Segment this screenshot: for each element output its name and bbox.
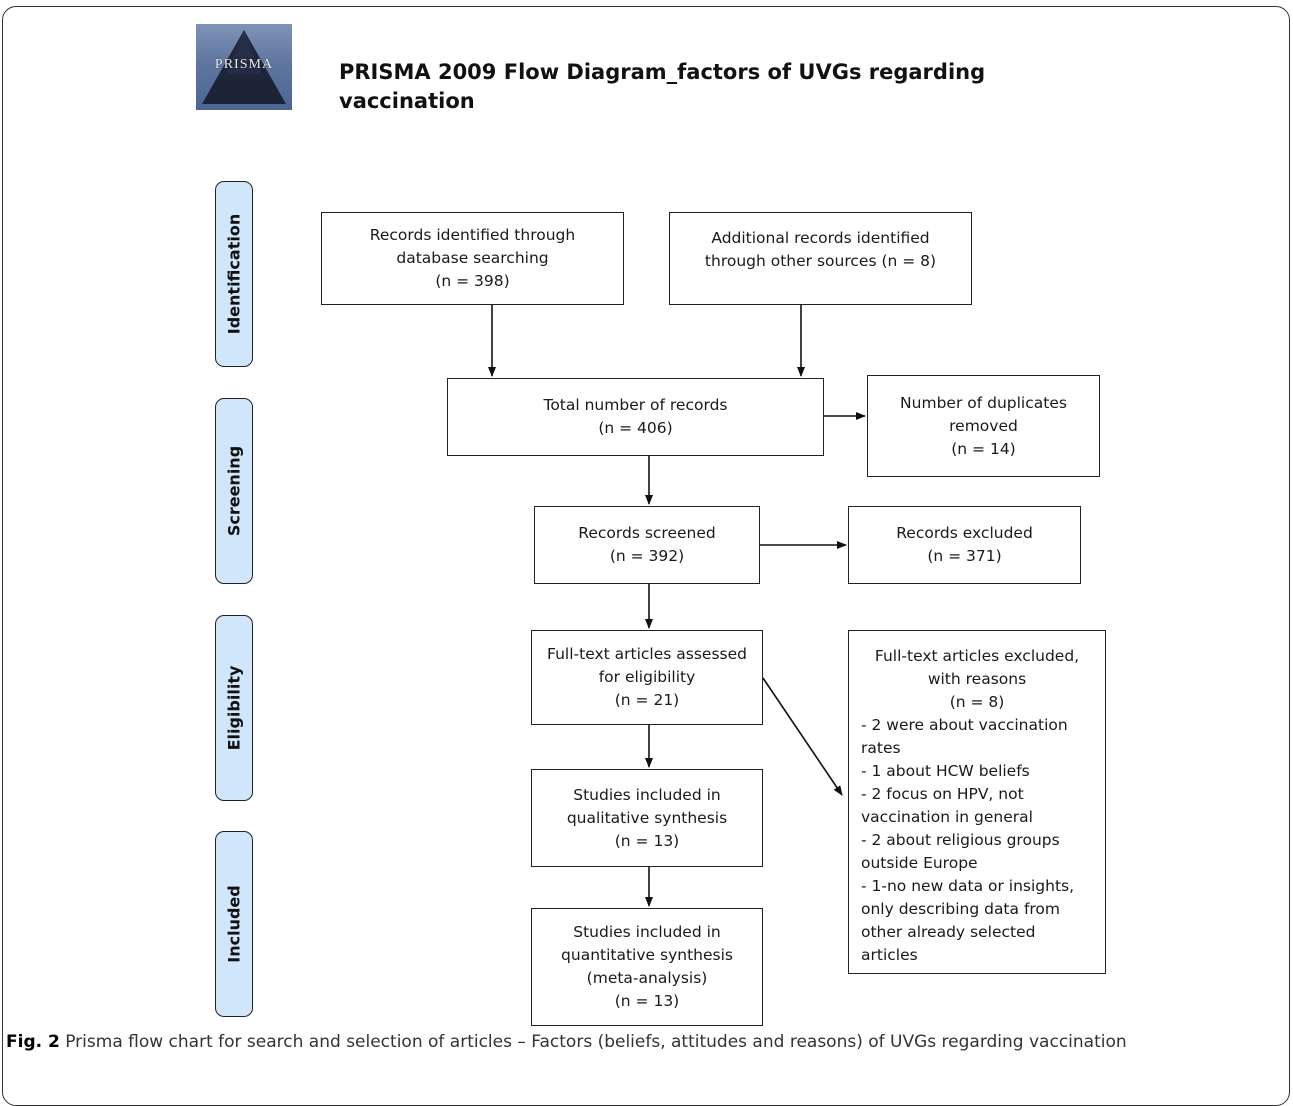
box-line: Studies included in xyxy=(573,785,721,804)
reason-line: only describing data from xyxy=(861,900,1061,918)
box-quantitative-synthesis: Studies included in quantitative synthes… xyxy=(531,908,763,1026)
box-line: (n = 14) xyxy=(951,439,1016,458)
box-fulltext-excluded: Full-text articles excluded, with reason… xyxy=(848,630,1106,974)
box-records-excluded: Records excluded (n = 371) xyxy=(848,506,1081,584)
box-line: (n = 398) xyxy=(435,272,510,290)
box-line: with reasons xyxy=(927,670,1027,688)
box-line: database searching xyxy=(396,249,549,267)
reason-line: outside Europe xyxy=(861,854,978,872)
reason-line: - 2 focus on HPV, not xyxy=(861,785,1024,803)
title-line-1: PRISMA 2009 Flow Diagram_factors of UVGs… xyxy=(339,60,986,84)
stage-identification: Identification xyxy=(215,181,253,367)
caption-text: Prisma flow chart for search and selecti… xyxy=(59,1032,1127,1052)
reason-line: rates xyxy=(861,739,901,757)
box-line: Number of duplicates xyxy=(900,393,1067,412)
box-database-searching: Records identified through database sear… xyxy=(321,212,624,305)
box-line: (n = 13) xyxy=(614,831,680,850)
box-total-records: Total number of records (n = 406) xyxy=(447,378,824,456)
box-line: (meta-analysis) xyxy=(586,969,708,987)
title-line-2: vaccination xyxy=(339,89,475,113)
logo-text: PRISMA xyxy=(214,57,274,72)
box-line: removed xyxy=(949,416,1018,435)
flow-arrows xyxy=(488,305,866,907)
box-line: (n = 371) xyxy=(927,547,1002,565)
stage-included: Included xyxy=(215,831,253,1017)
box-line: Full-text articles excluded, xyxy=(874,647,1080,665)
box-line: Additional records identified xyxy=(711,229,930,247)
reason-line: vaccination in general xyxy=(861,808,1033,826)
box-duplicates-removed: Number of duplicates removed (n = 14) xyxy=(867,375,1100,477)
prisma-logo: PRISMA xyxy=(196,24,292,110)
arrow-fulltext-to-ftexcluded xyxy=(762,677,843,796)
caption-label: Fig. 2 xyxy=(6,1032,60,1052)
reason-line: - 2 about religious groups xyxy=(861,831,1060,849)
box-line: (n = 21) xyxy=(614,691,680,709)
reason-line: other already selected xyxy=(861,923,1036,941)
box-line: Full-text articles assessed xyxy=(547,645,747,663)
reason-line: articles xyxy=(861,946,918,964)
box-line: Records screened xyxy=(578,524,716,542)
box-line: (n = 392) xyxy=(609,547,685,565)
stage-screening: Screening xyxy=(215,398,253,584)
box-line: (n = 13) xyxy=(614,992,680,1010)
box-line: (n = 8) xyxy=(949,693,1005,711)
page-title: PRISMA 2009 Flow Diagram_factors of UVGs… xyxy=(339,58,1039,116)
box-line: Records identified through xyxy=(369,226,576,244)
box-line: for eligibility xyxy=(598,668,696,686)
reason-line: - 2 were about vaccination xyxy=(861,716,1068,734)
box-other-sources: Additional records identified through ot… xyxy=(669,212,972,305)
box-line: Studies included in xyxy=(573,923,721,941)
box-records-screened: Records screened (n = 392) xyxy=(534,506,760,584)
box-line: qualitative synthesis xyxy=(566,808,728,827)
box-fulltext-assessed: Full-text articles assessed for eligibil… xyxy=(531,630,763,725)
box-line: Records excluded xyxy=(896,524,1033,542)
stage-eligibility: Eligibility xyxy=(215,615,253,801)
box-line: through other sources (n = 8) xyxy=(704,252,937,270)
box-qualitative-synthesis: Studies included in qualitative synthesi… xyxy=(531,769,763,867)
box-line: (n = 406) xyxy=(598,419,673,437)
box-line: quantitative synthesis xyxy=(561,946,733,964)
figure-caption: Fig. 2 Prisma flow chart for search and … xyxy=(6,1032,1286,1052)
reason-line: - 1 about HCW beliefs xyxy=(861,762,1030,780)
reason-line: - 1-no new data or insights, xyxy=(861,877,1075,895)
box-line: Total number of records xyxy=(543,396,728,414)
